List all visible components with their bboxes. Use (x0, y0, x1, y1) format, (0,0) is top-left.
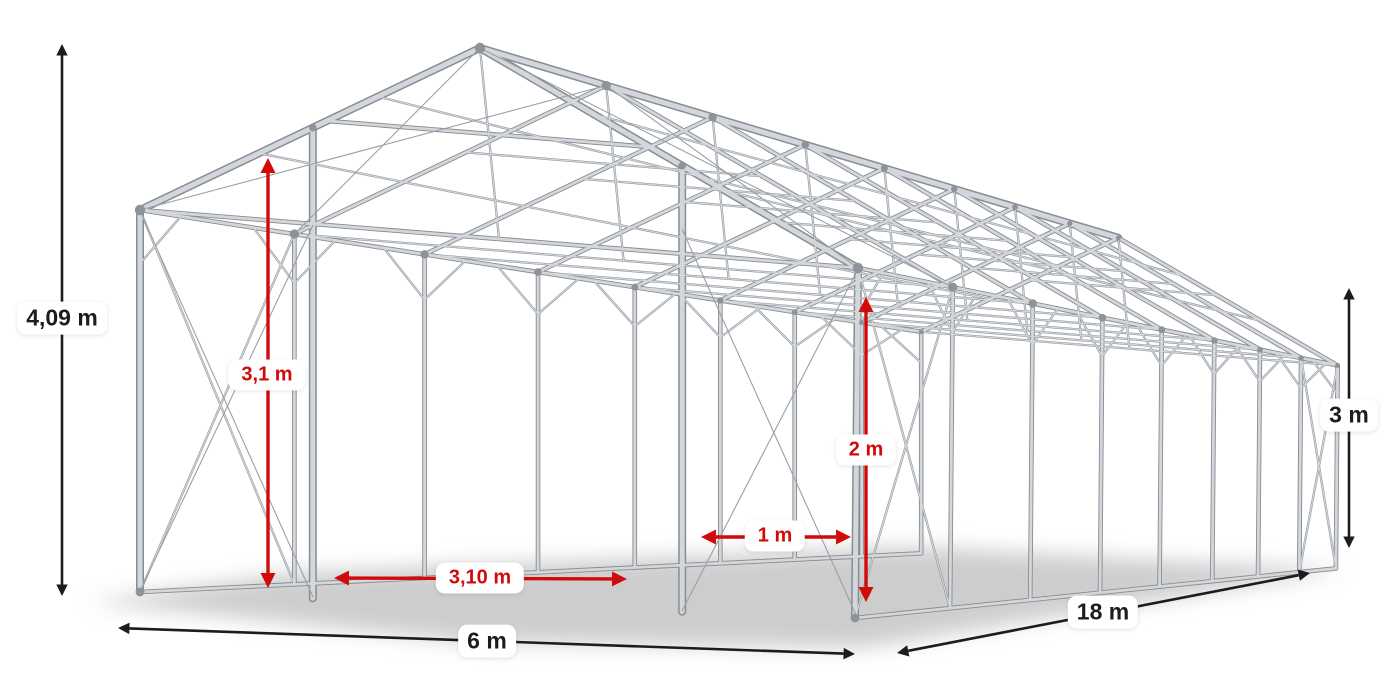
cable-braces (139, 47, 954, 618)
dimension-label-inner-width: 1 m (744, 520, 806, 552)
dimension-label-front-clear-height: 3,1 m (228, 359, 306, 391)
dimension-label-side-height: 3 m (1320, 398, 1378, 432)
dimension-label-inner-height: 2 m (835, 434, 897, 466)
dimension-label-width: 6 m (458, 624, 516, 658)
dimension-label-length: 18 m (1067, 595, 1139, 629)
dimension-label-total-height: 4,09 m (17, 301, 107, 335)
frame-highlight-pass (137, 45, 1340, 621)
dimension-label-front-clear-width: 3,10 m (435, 562, 525, 594)
frame-joints (134, 42, 1341, 623)
